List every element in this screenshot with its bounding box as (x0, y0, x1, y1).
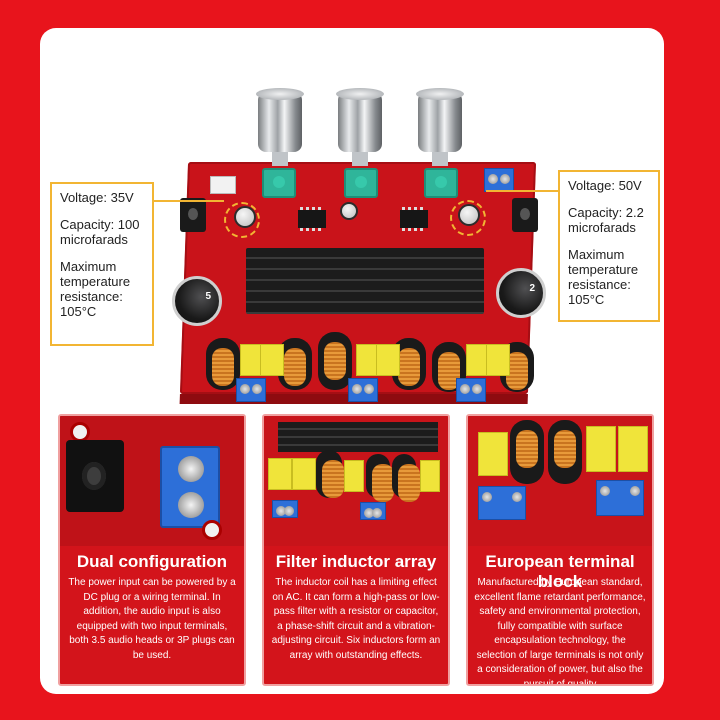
volume-knob (256, 88, 304, 166)
large-capacitor: 5 (172, 276, 222, 326)
film-capacitor (344, 460, 364, 492)
right-voltage: Voltage: 50V (568, 178, 642, 193)
audio-jack (180, 198, 206, 232)
inductor (206, 338, 240, 390)
panel-title: Dual configuration (76, 552, 228, 571)
inductor (366, 454, 394, 502)
left-voltage: Voltage: 35V (60, 190, 134, 205)
amplifier-board-photo: 5 2 (172, 88, 550, 408)
right-capacitor-highlight (450, 200, 486, 236)
european-terminal-block (478, 486, 526, 520)
potentiometer (424, 168, 458, 198)
mount-hole (202, 520, 222, 540)
feature-panel-dual-configuration: Dual configuration The power input can b… (58, 414, 246, 686)
feature-panel-european-terminal-block: European terminal block Manufactured by … (466, 414, 654, 686)
inductor (316, 450, 344, 498)
film-capacitor (260, 344, 284, 376)
film-capacitor (486, 344, 510, 376)
dc-jack (512, 198, 538, 232)
mount-hole (70, 422, 90, 442)
speaker-terminal (236, 378, 266, 402)
op-amp-chip (400, 207, 428, 231)
large-capacitor: 2 (496, 268, 546, 318)
european-terminal-block (596, 480, 644, 516)
film-capacitor (420, 460, 440, 492)
panel-description: Manufactured by European standard, excel… (474, 577, 646, 686)
film-capacitor (292, 458, 316, 490)
terminal-block-closeup-photo (468, 416, 652, 546)
speaker-terminal (456, 378, 486, 402)
film-capacitor (268, 458, 292, 490)
right-max-temp: Maximum temperature resistance: 105°C (568, 247, 639, 307)
treble-knob (336, 88, 384, 166)
switch-block (210, 176, 236, 194)
dc-jack-closeup-photo (60, 416, 244, 546)
speaker-terminal (360, 502, 386, 520)
speaker-terminal (272, 500, 298, 518)
film-capacitor (586, 426, 616, 472)
right-capacitor-spec-callout: Voltage: 50V Capacity: 2.2 microfarads M… (558, 170, 660, 322)
film-capacitor (478, 432, 508, 476)
heatsink (246, 248, 484, 314)
inductor (392, 454, 420, 502)
left-capacitor-highlight (224, 202, 260, 238)
panel-description: The inductor coil has a limiting effect … (271, 577, 441, 661)
right-callout-line (486, 190, 558, 192)
left-max-temp: Maximum temperature resistance: 105°C (60, 259, 131, 319)
inductor (318, 332, 352, 390)
input-terminal (484, 168, 514, 192)
film-capacitor (618, 426, 648, 472)
film-capacitor (376, 344, 400, 376)
left-capacity: Capacity: 100 microfarads (60, 217, 140, 247)
op-amp-chip (298, 207, 326, 231)
small-capacitor (340, 202, 358, 220)
potentiometer (344, 168, 378, 198)
speaker-terminal (348, 378, 378, 402)
bass-knob (416, 88, 464, 166)
inductor-array-closeup-photo (264, 416, 448, 546)
panel-description: The power input can be powered by a DC p… (68, 577, 236, 661)
panel-title: European terminal block (485, 552, 635, 591)
wiring-terminal (160, 446, 220, 528)
right-capacity: Capacity: 2.2 microfarads (568, 205, 644, 235)
inductor (510, 420, 544, 484)
feature-panel-filter-inductor-array: Filter inductor array The inductor coil … (262, 414, 450, 686)
dc-jack (66, 440, 124, 512)
inductor (548, 420, 582, 484)
heatsink (278, 422, 438, 452)
inductor (278, 338, 312, 390)
left-capacitor-spec-callout: Voltage: 35V Capacity: 100 microfarads M… (50, 182, 154, 346)
left-callout-line (154, 200, 224, 202)
potentiometer (262, 168, 296, 198)
panel-title: Filter inductor array (275, 552, 437, 571)
